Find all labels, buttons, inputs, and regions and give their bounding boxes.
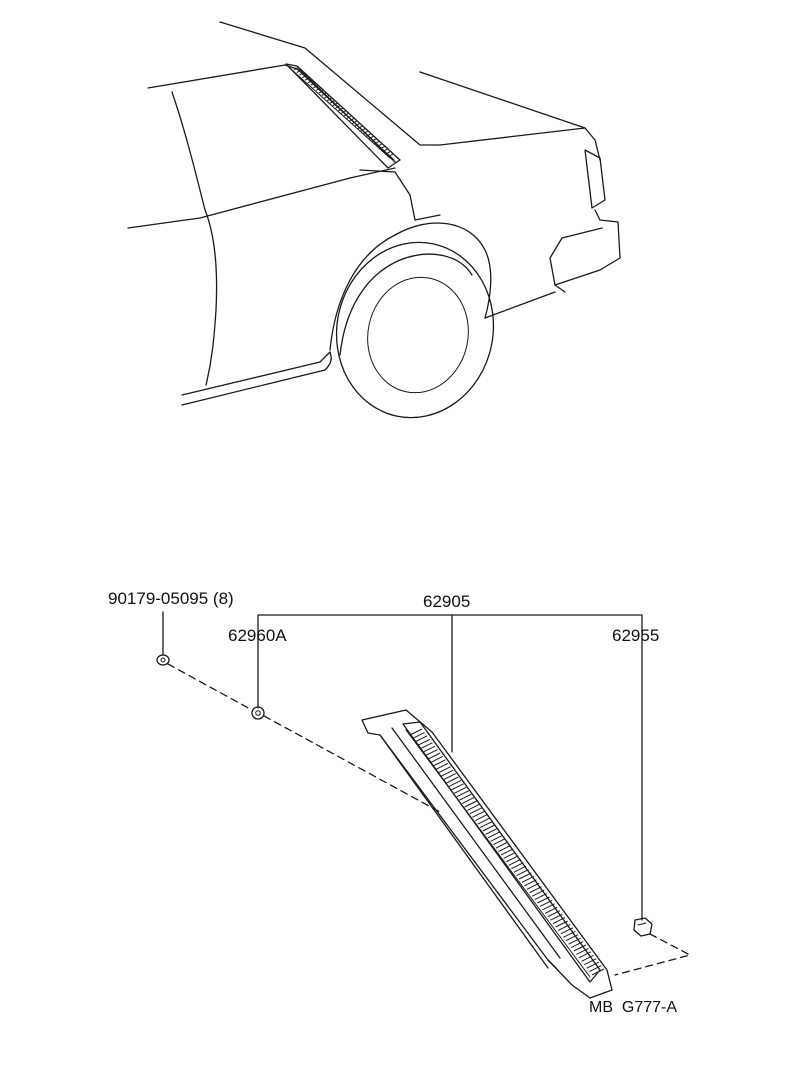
exploded-parts (156, 611, 691, 999)
moulding-hatching (409, 728, 605, 976)
moulding-hatching-on-car (293, 66, 394, 158)
bolt-part-number: 90179-05095 (8) (108, 589, 234, 608)
bolt-part (156, 654, 170, 666)
retainer-part-number: 62955 (612, 626, 660, 645)
moulding-assy-part-number: 62905 (423, 592, 471, 611)
retainer-part (633, 917, 653, 937)
clip-part-number: 62960A (228, 626, 287, 645)
car-rear-illustration (127, 21, 621, 419)
diagram-reference-code: MB G777-A (589, 999, 678, 1016)
clip-part (251, 706, 265, 720)
moulding-part (361, 709, 613, 999)
